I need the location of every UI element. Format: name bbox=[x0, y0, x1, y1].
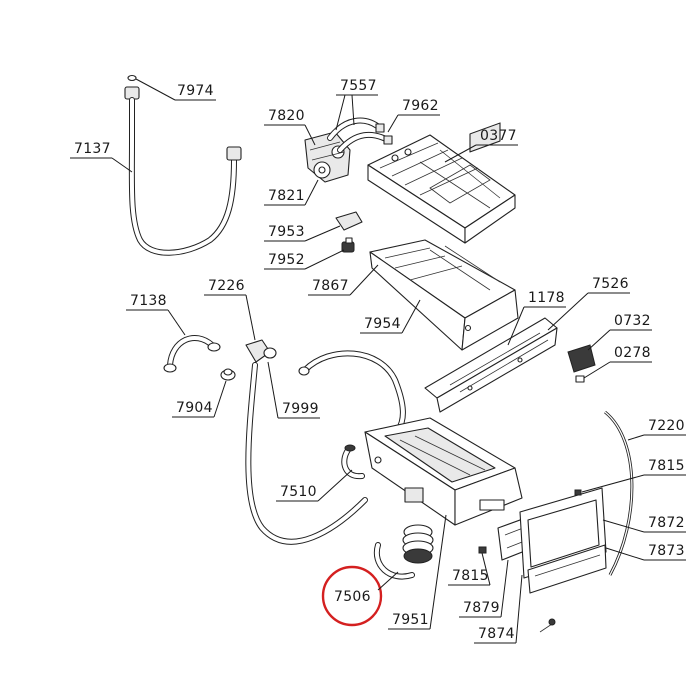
callout-1178[interactable]: 1178 bbox=[507, 290, 566, 346]
callout-7137[interactable]: 7137 bbox=[70, 141, 133, 173]
label-1178: 1178 bbox=[528, 290, 565, 306]
callout-7954[interactable]: 7954 bbox=[360, 299, 421, 334]
label-7815-upper: 7815 bbox=[648, 458, 685, 474]
callout-7815-lower[interactable]: 7815 bbox=[448, 552, 491, 586]
callout-7867[interactable]: 7867 bbox=[308, 264, 379, 296]
callout-7510[interactable]: 7510 bbox=[276, 469, 353, 502]
callout-7951[interactable]: 7951 bbox=[388, 514, 447, 630]
label-7506: 7506 bbox=[334, 589, 371, 605]
part-7953-clip bbox=[335, 211, 363, 231]
label-7879: 7879 bbox=[463, 600, 500, 616]
label-7138: 7138 bbox=[130, 293, 167, 309]
label-7962: 7962 bbox=[402, 98, 439, 114]
part-7220-trim-wire bbox=[604, 410, 634, 576]
part-7557-hoses bbox=[327, 117, 393, 153]
label-0278: 0278 bbox=[614, 345, 651, 361]
label-7820: 7820 bbox=[268, 108, 305, 124]
label-7867: 7867 bbox=[312, 278, 349, 294]
callout-7506[interactable]: 7506 bbox=[321, 565, 399, 627]
part-7510-elbow bbox=[341, 444, 365, 480]
label-7999: 7999 bbox=[282, 401, 319, 417]
callout-7952[interactable]: 7952 bbox=[264, 249, 345, 270]
callout-7821[interactable]: 7821 bbox=[264, 179, 319, 206]
callout-7879[interactable]: 7879 bbox=[459, 559, 509, 618]
label-7226: 7226 bbox=[208, 278, 245, 294]
callout-7220[interactable]: 7220 bbox=[627, 418, 686, 441]
label-0732: 0732 bbox=[614, 313, 651, 329]
callout-7999[interactable]: 7999 bbox=[267, 361, 320, 419]
callout-7872[interactable]: 7872 bbox=[602, 515, 686, 533]
callout-7962[interactable]: 7962 bbox=[387, 98, 440, 133]
label-7821: 7821 bbox=[268, 188, 305, 204]
label-7526: 7526 bbox=[592, 276, 629, 292]
label-7557: 7557 bbox=[340, 78, 377, 94]
part-7506-bellows bbox=[373, 524, 434, 580]
part-7226-drain-hose bbox=[245, 339, 368, 545]
part-7954-dispenser-drawer bbox=[369, 122, 519, 351]
callout-7953[interactable]: 7953 bbox=[264, 224, 341, 242]
callout-7874[interactable]: 7874 bbox=[474, 574, 523, 644]
callout-7526[interactable]: 7526 bbox=[547, 276, 630, 331]
label-7220: 7220 bbox=[648, 418, 685, 434]
part-7526-control-bracket bbox=[424, 317, 558, 413]
part-7951-dispenser-housing bbox=[364, 417, 523, 526]
part-7999-hose bbox=[298, 350, 406, 433]
label-7873: 7873 bbox=[648, 543, 685, 559]
label-7872: 7872 bbox=[648, 515, 685, 531]
callout-7873[interactable]: 7873 bbox=[605, 543, 686, 561]
callout-7138[interactable]: 7138 bbox=[126, 293, 186, 336]
callout-7557[interactable]: 7557 bbox=[335, 78, 378, 131]
label-0377: 0377 bbox=[480, 128, 517, 144]
label-7815-lower: 7815 bbox=[452, 568, 489, 584]
callout-7226[interactable]: 7226 bbox=[204, 278, 256, 341]
label-7953: 7953 bbox=[268, 224, 305, 240]
callout-7820[interactable]: 7820 bbox=[264, 108, 316, 146]
part-0732-switch bbox=[567, 344, 596, 383]
highlight-circle-7506 bbox=[321, 565, 383, 627]
callout-7974[interactable]: 7974 bbox=[135, 78, 216, 101]
label-7951: 7951 bbox=[392, 612, 429, 628]
callout-0278[interactable]: 0278 bbox=[583, 345, 652, 379]
part-7904-nut bbox=[220, 368, 236, 381]
label-7952: 7952 bbox=[268, 252, 305, 268]
part-7815-clip-lower bbox=[478, 546, 487, 554]
callout-0732[interactable]: 0732 bbox=[587, 313, 652, 351]
part-7952-connector bbox=[341, 237, 355, 253]
label-7954: 7954 bbox=[364, 316, 401, 332]
label-7510: 7510 bbox=[280, 484, 317, 500]
label-7874: 7874 bbox=[478, 626, 515, 642]
callout-7904[interactable]: 7904 bbox=[172, 380, 227, 418]
callout-7815-upper[interactable]: 7815 bbox=[581, 458, 686, 493]
label-7974: 7974 bbox=[177, 83, 214, 99]
part-7815-clip-upper bbox=[574, 489, 582, 496]
part-7873-panel bbox=[527, 544, 607, 594]
part-7974-washer bbox=[127, 74, 137, 82]
part-0377-dispenser-top bbox=[367, 134, 516, 244]
callout-0377[interactable]: 0377 bbox=[444, 128, 518, 163]
part-7874-screw bbox=[539, 618, 556, 633]
label-7904: 7904 bbox=[176, 400, 213, 416]
part-7137-inlet-hose bbox=[124, 86, 242, 256]
label-7137: 7137 bbox=[74, 141, 111, 157]
part-7138-hose-clip bbox=[163, 334, 221, 373]
